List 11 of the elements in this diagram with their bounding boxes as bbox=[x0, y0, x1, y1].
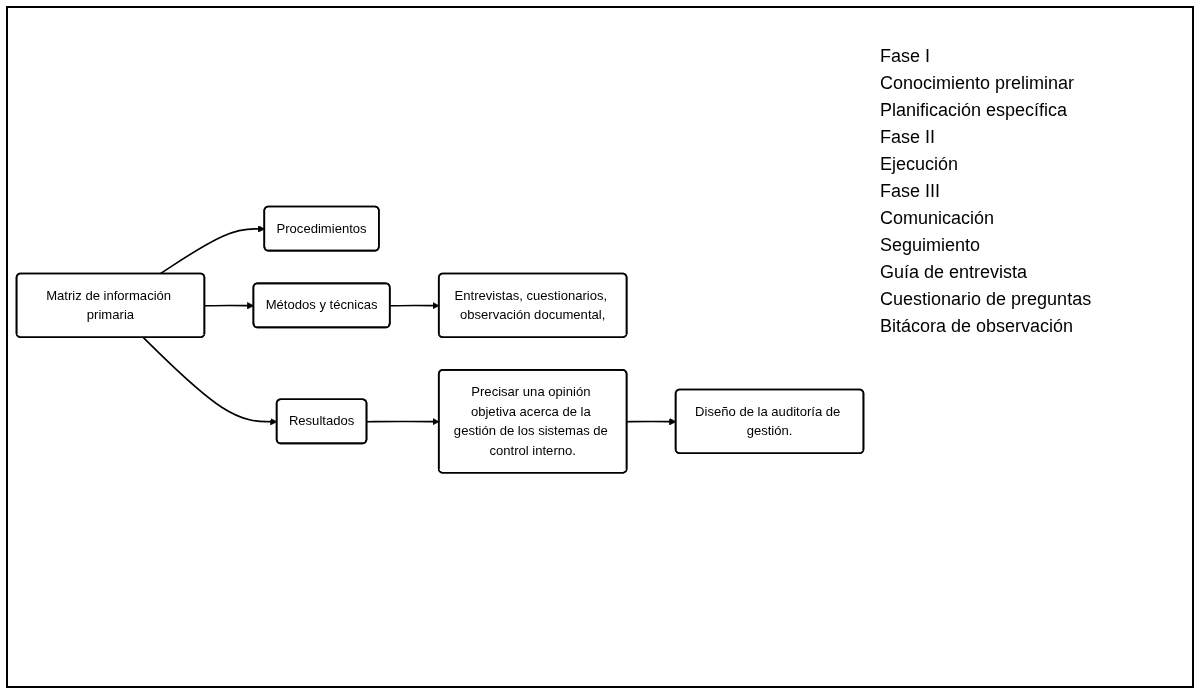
label-text: Ejecución bbox=[880, 154, 960, 175]
label-text: Fase III bbox=[880, 181, 942, 202]
label-text: Conocimiento preliminar bbox=[880, 73, 1076, 94]
label-text: Comunicación bbox=[880, 208, 996, 229]
label-text: Guía de entrevista bbox=[880, 262, 1029, 283]
label-text: Seguimiento bbox=[880, 235, 982, 256]
label-text: Bitácora de observación bbox=[880, 316, 1075, 337]
label-text: Planificación específica bbox=[880, 100, 1069, 121]
label-text: Fase I bbox=[880, 46, 932, 67]
label-text: Fase II bbox=[880, 127, 937, 148]
label-text: Cuestionario de preguntas bbox=[880, 289, 1093, 310]
